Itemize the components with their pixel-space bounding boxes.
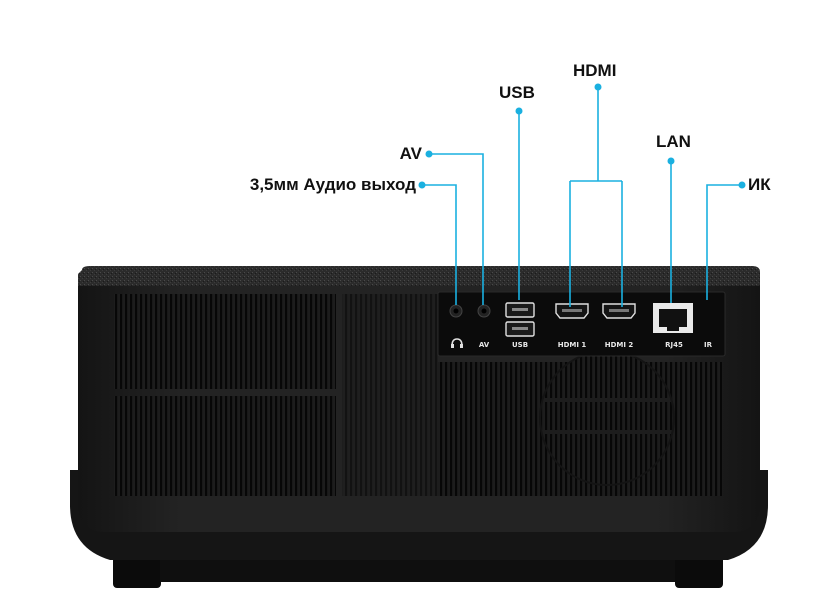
panel-label-rj45: RJ45 bbox=[665, 341, 683, 349]
left-vent-bottom bbox=[114, 396, 336, 496]
panel-label-hdmi2: HDMI 2 bbox=[604, 341, 634, 349]
callout-audio: 3,5мм Аудио выход bbox=[249, 175, 416, 194]
center-vent bbox=[342, 294, 438, 496]
bottom-rail bbox=[160, 556, 675, 582]
callout-hdmi: HDMI bbox=[573, 61, 617, 80]
felt-top bbox=[78, 266, 760, 286]
callout-lines bbox=[423, 88, 742, 307]
left-vent-top bbox=[114, 294, 336, 389]
callout-dots bbox=[418, 83, 746, 189]
headphone-icon bbox=[451, 338, 463, 348]
panel-label-hdmi1: HDMI 1 bbox=[557, 341, 587, 349]
callout-lan: LAN bbox=[656, 132, 691, 151]
panel-label-av: AV bbox=[478, 341, 490, 349]
panel-label-ir: IR bbox=[704, 341, 712, 349]
callout-ir: ИК bbox=[748, 175, 771, 194]
callout-av: AV bbox=[399, 144, 422, 163]
panel-label-usb: USB bbox=[511, 341, 529, 349]
callout-usb: USB bbox=[499, 83, 535, 102]
